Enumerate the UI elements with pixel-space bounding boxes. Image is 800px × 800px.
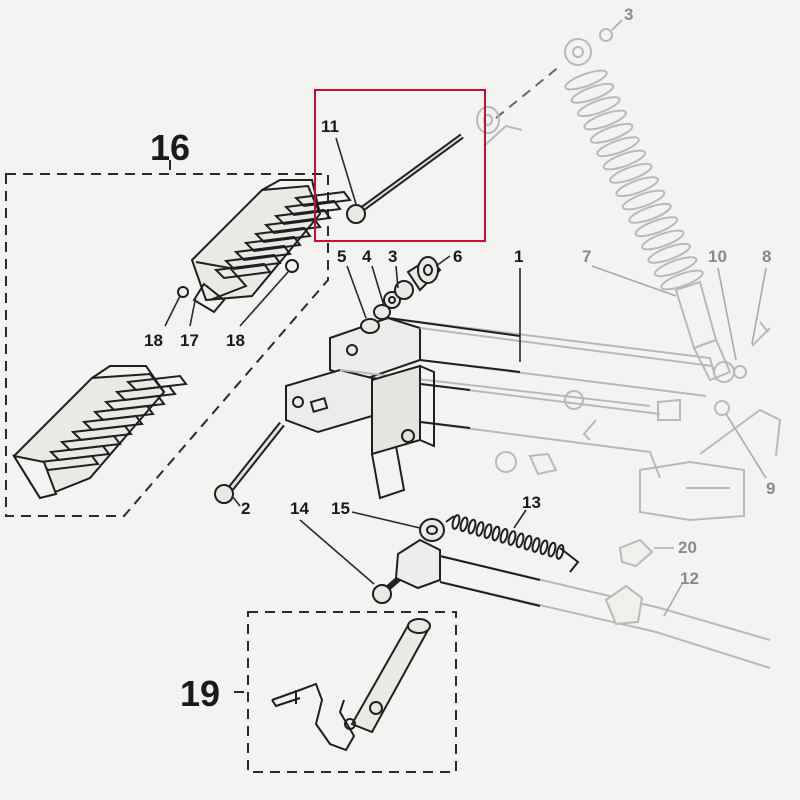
callout-13: 13 bbox=[522, 493, 541, 512]
callout-7: 7 bbox=[582, 247, 591, 266]
lower-footrest bbox=[11, 365, 188, 500]
spring-coil bbox=[647, 242, 691, 264]
spring-coil bbox=[583, 109, 627, 131]
kickstand-group-19 bbox=[234, 611, 457, 773]
spring-coil bbox=[491, 525, 501, 542]
footrest-rib bbox=[243, 235, 302, 253]
callout-6: 6 bbox=[453, 247, 462, 266]
callout-16: 16 bbox=[150, 127, 190, 168]
swingarm-frame bbox=[285, 268, 782, 522]
spring-coil bbox=[602, 149, 647, 171]
footrest-rib bbox=[253, 226, 312, 244]
spring-coil bbox=[641, 229, 685, 251]
spring-coil bbox=[653, 256, 698, 278]
spring-coil bbox=[628, 202, 672, 224]
spring-coil bbox=[475, 521, 485, 537]
footrest-rib bbox=[213, 262, 272, 280]
callout-2: 2 bbox=[241, 499, 250, 518]
spring-coil bbox=[507, 530, 517, 546]
highlight-box-11 bbox=[314, 89, 486, 242]
spring-coil bbox=[615, 176, 659, 198]
spring-coil bbox=[499, 527, 509, 544]
shock-absorber bbox=[495, 19, 771, 416]
spring-coil bbox=[451, 514, 461, 530]
footrest-rib bbox=[223, 253, 282, 271]
callout-20: 20 bbox=[678, 538, 697, 557]
callout-17: 17 bbox=[180, 331, 199, 350]
callout-3: 3 bbox=[388, 247, 397, 266]
callout-1: 1 bbox=[514, 247, 523, 266]
callout-10: 10 bbox=[708, 247, 727, 266]
spring-coil bbox=[596, 136, 640, 158]
spring-coil bbox=[539, 539, 549, 556]
footrest-group-16 bbox=[5, 160, 352, 517]
spring-coil bbox=[483, 523, 493, 540]
bushing-stack bbox=[346, 255, 451, 334]
spring-coil bbox=[467, 518, 477, 535]
axle-bolt-11 bbox=[335, 106, 523, 224]
spring-coil bbox=[523, 534, 533, 551]
spring-coil bbox=[570, 82, 615, 104]
footrest-rib bbox=[283, 199, 342, 217]
callout-3-top: 3 bbox=[624, 5, 633, 24]
spring-coil bbox=[589, 122, 634, 144]
spring-coil bbox=[555, 544, 565, 560]
callout-18-left: 18 bbox=[144, 331, 163, 350]
spring-coil bbox=[564, 69, 608, 91]
upper-footrest bbox=[177, 179, 352, 314]
callout-11: 11 bbox=[321, 117, 339, 136]
spring-coil bbox=[609, 162, 653, 184]
footrest-rib bbox=[293, 190, 352, 208]
callout-15: 15 bbox=[331, 499, 350, 518]
footrest-rib bbox=[233, 244, 292, 262]
footrest-rib bbox=[263, 217, 322, 235]
callout-19: 19 bbox=[180, 673, 220, 714]
footrest-rib bbox=[125, 374, 188, 392]
spring-coil bbox=[459, 516, 469, 533]
spring-coil bbox=[621, 189, 666, 211]
callout-4: 4 bbox=[362, 247, 372, 266]
callout-12: 12 bbox=[680, 569, 699, 588]
spring-coil bbox=[515, 532, 525, 549]
callout-5: 5 bbox=[337, 247, 346, 266]
stand-group bbox=[299, 509, 771, 669]
spring-coil bbox=[531, 537, 541, 553]
spring-coil bbox=[660, 269, 704, 291]
spring-coil bbox=[577, 96, 621, 118]
callout-9: 9 bbox=[766, 479, 775, 498]
footrest-rib bbox=[273, 208, 332, 226]
callout-14: 14 bbox=[290, 499, 309, 518]
callout-8: 8 bbox=[762, 247, 771, 266]
pivot-bolt-2 bbox=[214, 421, 285, 507]
spring-coil bbox=[547, 541, 557, 558]
callout-18-right: 18 bbox=[226, 331, 245, 350]
spring-coil bbox=[634, 216, 679, 238]
